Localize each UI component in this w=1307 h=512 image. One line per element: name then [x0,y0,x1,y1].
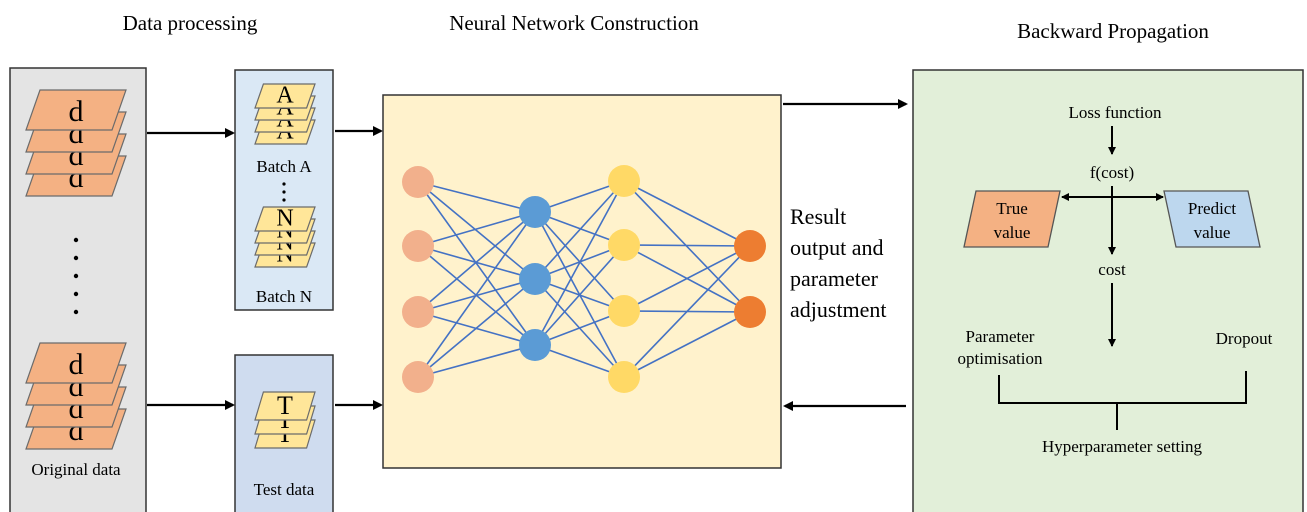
batch-n-glyph: N [276,206,293,232]
param-opt-line-1: Parameter [966,327,1035,346]
test-data-stack: TTT [254,391,316,449]
hyperparameter-label: Hyperparameter setting [1042,437,1203,456]
hidden-1-node [519,263,551,295]
hidden-2-node [608,229,640,261]
network-edge [417,181,536,346]
network-edge [534,180,625,280]
predict-value-line-2: value [1194,223,1231,242]
network-edge [417,344,536,378]
result-text-line-1: Result [790,204,846,229]
true-value-box [963,190,1061,248]
network-edge [623,245,751,378]
ellipsis-dot [73,237,79,243]
network-edge [417,211,536,247]
network-edge [534,180,625,346]
batch-a-glyph: A [276,83,294,109]
batch-n-card [254,206,316,232]
hidden-1-node [519,196,551,228]
original-data-card [25,342,127,384]
true-value-line-2: value [994,223,1031,242]
network-edge [534,244,625,346]
network-nodes [402,165,766,393]
network-edge [623,244,751,247]
f-cost-label: f(cost) [1090,163,1134,182]
batch-a-label: Batch A [256,157,312,176]
network-edge [623,180,751,313]
test-data-card [254,391,316,421]
title-data-processing: Data processing [123,11,258,35]
batch-a-stack: AAAA [254,83,316,145]
batch-ellipsis-dot [282,190,286,194]
input-node [402,230,434,262]
original-data-label: Original data [31,460,121,479]
predict-value-line-1: Predict [1188,199,1236,218]
batch-n-label: Batch N [256,287,312,306]
network-edge [623,180,751,247]
result-text-line-3: parameter [790,266,879,291]
network-edge [417,211,536,313]
network-edge [417,211,536,378]
ellipsis-dot [73,309,79,315]
test-data-label: Test data [254,480,315,499]
neural-network-panel [382,94,782,469]
loss-function-label: Loss function [1068,103,1162,122]
input-node [402,296,434,328]
batch-n-stack: NNNN [254,206,316,268]
network-edge [417,181,536,280]
predict-value-box [1163,190,1261,248]
batch-ellipsis-dot [282,198,286,202]
network-edge [417,278,536,378]
network-edges [417,180,751,378]
batch-ellipsis-dot [282,182,286,186]
ellipsis-dot [73,255,79,261]
dropout-label: Dropout [1216,329,1273,348]
original-data-glyph: d [69,95,84,128]
input-node [402,166,434,198]
title-backward-propagation: Backward Propagation [1017,19,1209,43]
hidden-1-node [519,329,551,361]
network-edge [417,181,536,213]
ellipsis-dot [73,291,79,297]
test-data-glyph: T [277,391,293,420]
output-node [734,230,766,262]
original-data-card [25,89,127,131]
batch-a-card [254,83,316,109]
original-data-glyph: d [69,348,84,381]
backprop-panel [912,69,1304,512]
network-edge [623,311,751,378]
result-text-line-2: output and [790,235,884,260]
hidden-2-node [608,361,640,393]
hidden-2-node [608,165,640,197]
cost-label: cost [1098,260,1126,279]
hidden-2-node [608,295,640,327]
output-node [734,296,766,328]
input-node [402,361,434,393]
network-edge [623,245,751,312]
result-text-line-4: adjustment [790,297,887,322]
title-nn-construction: Neural Network Construction [449,11,699,35]
ellipsis-dot [73,273,79,279]
true-value-line-1: True [996,199,1028,218]
hyperparameter-bracket [998,371,1247,404]
param-opt-line-2: optimisation [958,349,1044,368]
